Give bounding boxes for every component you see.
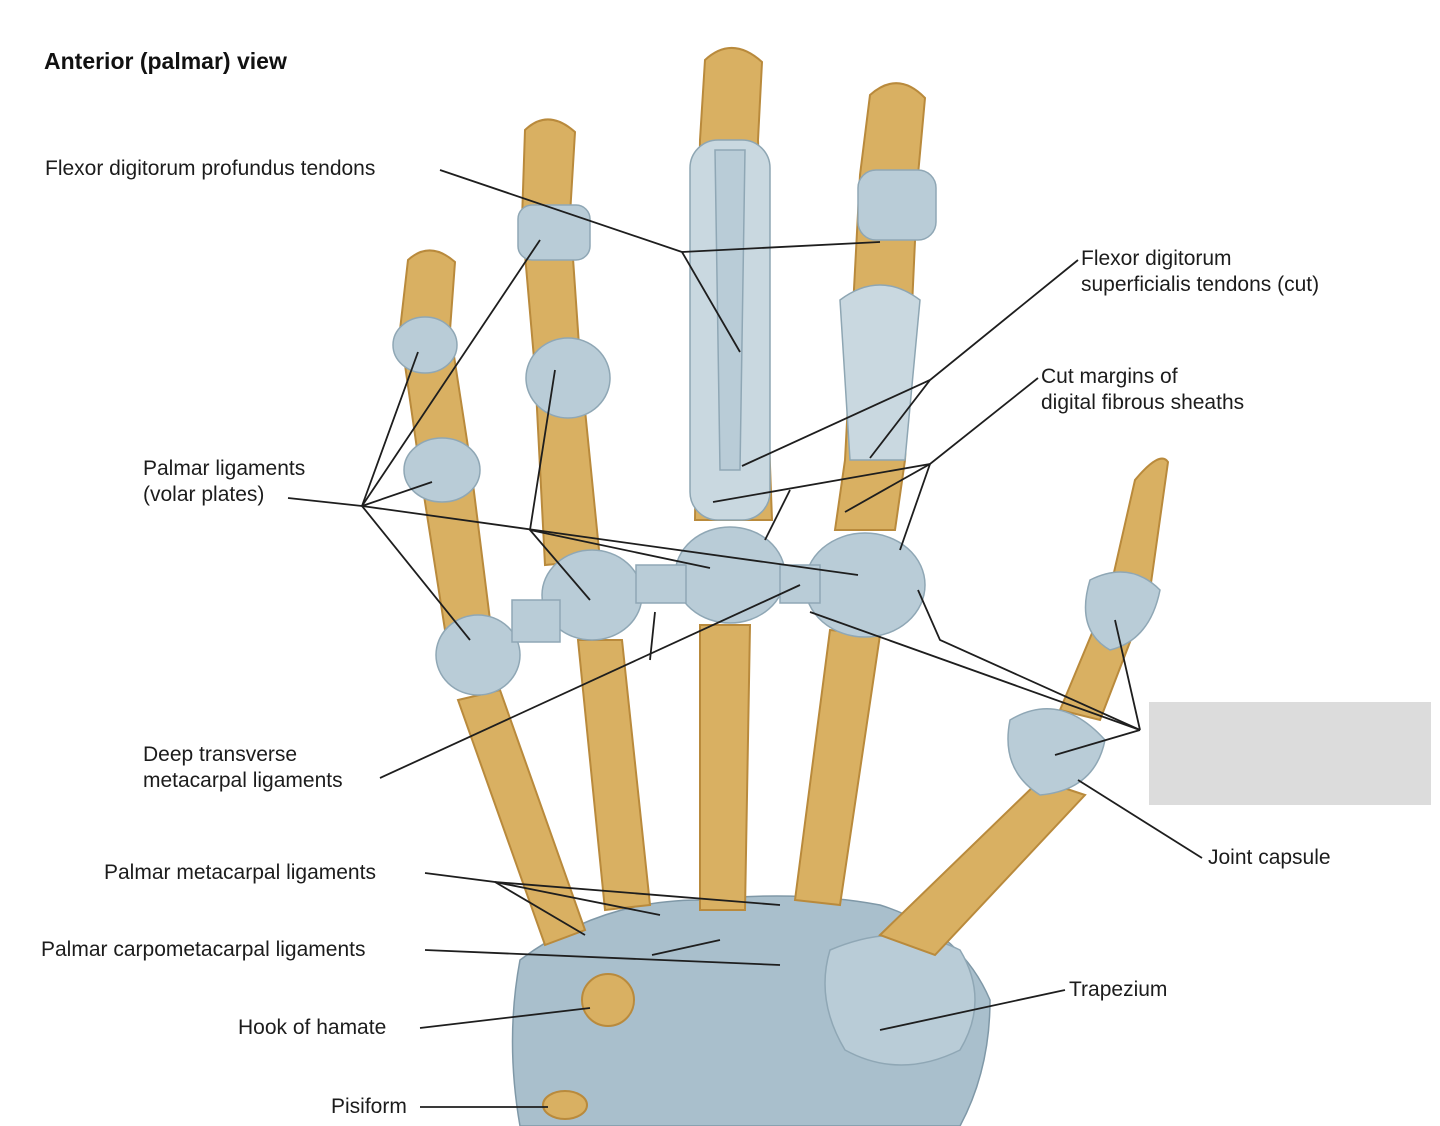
- deep-transverse-lig-3-2: [779, 564, 821, 604]
- figure-title: Anterior (palmar) view: [44, 48, 287, 74]
- label-joint-capsule: Joint capsule: [1208, 846, 1331, 869]
- label-palmar-carpometacarpal: Palmar carpometacarpal ligaments: [41, 938, 366, 961]
- label-palmar-lig-line2: (volar plates): [143, 483, 265, 506]
- leader-lines: [287, 169, 1203, 1108]
- label-palmar-ligaments: Palmar ligaments (volar plates): [143, 456, 305, 508]
- trapezium-bone: [824, 934, 976, 1066]
- metacarpal-5: [456, 688, 587, 947]
- middle-finger-mcp-capsule: [674, 526, 786, 624]
- metacarpal-4: [576, 639, 652, 912]
- label-cut-margins: Cut margins of digital fibrous sheaths: [1041, 364, 1244, 416]
- thumb-ip-capsule: [1084, 571, 1161, 651]
- label-hook-of-hamate: Hook of hamate: [238, 1016, 387, 1039]
- label-deep-line2: metacarpal ligaments: [143, 769, 343, 792]
- label-palmar-metacarpal: Palmar metacarpal ligaments: [104, 861, 376, 884]
- deep-transverse-lig-4-3: [635, 564, 687, 604]
- index-finger-mcp-capsule: [804, 532, 926, 638]
- label-palmar-lig-line1: Palmar ligaments: [143, 457, 306, 480]
- middle-finger-fdp-tendon: [714, 149, 746, 471]
- label-pisiform: Pisiform: [331, 1095, 407, 1118]
- thumb-mcp-capsule: [1007, 708, 1106, 796]
- label-trapezium: Trapezium: [1069, 978, 1168, 1001]
- ring-finger-pip-capsule: [525, 337, 611, 419]
- pisiform-bone: [542, 1090, 588, 1120]
- label-cut-line1: Cut margins of: [1041, 365, 1178, 388]
- hidden-label-box: [1149, 702, 1431, 805]
- label-fds-line1: Flexor digitorum: [1081, 247, 1232, 270]
- metacarpal-1: [878, 778, 1087, 957]
- index-finger-fds-cut: [839, 284, 921, 461]
- label-fds-line2: superficialis tendons (cut): [1081, 273, 1320, 296]
- little-finger-pip-capsule: [403, 437, 481, 503]
- label-deep-transverse: Deep transverse metacarpal ligaments: [143, 742, 343, 794]
- metacarpal-3: [699, 624, 752, 911]
- metacarpal-2: [793, 628, 882, 907]
- label-fds-tendons: Flexor digitorum superficialis tendons (…: [1081, 246, 1319, 298]
- label-deep-line1: Deep transverse: [143, 743, 298, 766]
- little-finger-mcp-capsule: [435, 614, 521, 696]
- index-finger-dip-capsule: [857, 169, 937, 241]
- label-fdp-tendons: Flexor digitorum profundus tendons: [45, 157, 376, 180]
- ring-finger-dip-capsule: [517, 204, 591, 261]
- label-cut-line2: digital fibrous sheaths: [1041, 391, 1245, 414]
- hook-of-hamate: [581, 973, 635, 1027]
- little-finger-dip-capsule: [392, 316, 458, 374]
- deep-transverse-lig-5-4: [511, 599, 561, 643]
